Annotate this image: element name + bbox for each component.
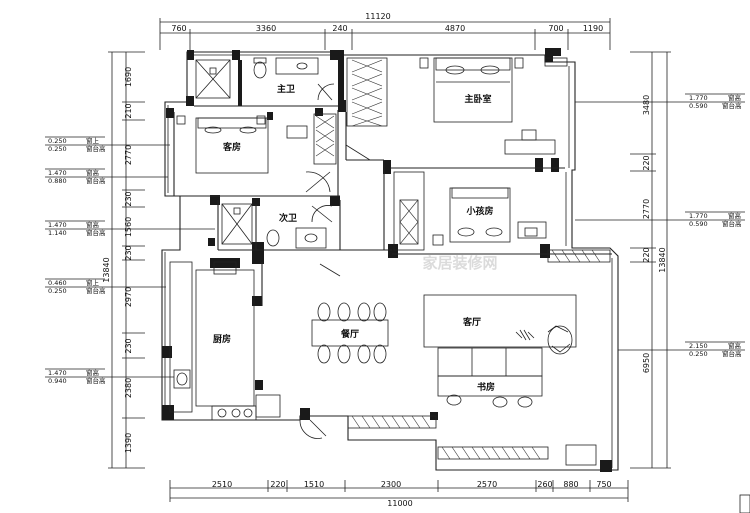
room-label-second-bath: 次卫: [279, 212, 297, 224]
room-label-master-bath: 主卫: [277, 83, 295, 95]
dim-bottom-seg: 260: [537, 480, 552, 489]
left-window-callouts: 0.250 窗上 0.250 窗台高 1.470 窗高 0.880 窗台高 1.…: [45, 136, 215, 385]
callout-value: 0.590: [689, 102, 708, 110]
callout-label: 窗高: [86, 368, 100, 377]
dim-bottom-seg: 1510: [304, 480, 324, 489]
dim-left-seg: 230: [124, 191, 133, 206]
bottom-dimension-chain: 2510 220 1510 2300 2570 260 880 750 1100…: [169, 480, 629, 508]
dim-left-seg: 2770: [124, 145, 133, 165]
callout-value: 0.250: [689, 350, 708, 358]
callout-value: 0.590: [689, 220, 708, 228]
dim-top-seg: 240: [332, 24, 347, 33]
kitchen-fixtures: [169, 261, 281, 421]
callout-value: 0.940: [48, 377, 67, 385]
dim-top-seg: 1190: [583, 24, 603, 33]
callout-label: 窗高: [728, 93, 742, 102]
dim-left-seg: 1690: [124, 67, 133, 87]
dim-left-seg: 230: [124, 245, 133, 260]
master-bedroom-furniture: [345, 57, 556, 161]
room-label-kids-room: 小孩房: [465, 205, 493, 217]
callout-label: 窗上: [86, 278, 100, 287]
room-label-kitchen: 厨房: [213, 333, 231, 345]
callout-label: 窗高: [728, 341, 742, 350]
dim-top-seg: 4870: [445, 24, 465, 33]
left-dimension-chain: 1690 210 2770 230 1560 230 2970 230 2380…: [102, 51, 145, 469]
sheet-edge-mark: [739, 494, 750, 513]
dim-bottom-seg: 2570: [477, 480, 497, 489]
callout-value: 1.470: [48, 369, 67, 377]
dim-right-total: 13840: [658, 247, 667, 272]
dim-bottom-total: 11000: [387, 499, 412, 508]
guest-room-furniture: [176, 113, 337, 193]
room-label-master-bedroom: 主卧室: [464, 93, 491, 105]
dim-right-seg: 3480: [642, 95, 651, 115]
kids-room-furniture: [393, 171, 547, 251]
dim-left-total: 13840: [102, 257, 111, 282]
dim-bottom-seg: 2510: [212, 480, 232, 489]
callout-value: 1.770: [689, 94, 708, 102]
dim-top-seg: 3360: [256, 24, 276, 33]
room-label-study: 书房: [477, 381, 495, 393]
callout-label: 窗台高: [86, 228, 106, 237]
entry-door-swing: [299, 419, 327, 439]
callout-label: 窗台高: [86, 376, 106, 385]
callout-label: 窗上: [86, 136, 100, 145]
callout-label: 窗台高: [86, 176, 106, 185]
dining-furniture: [311, 302, 389, 364]
callout-label: 窗高: [86, 220, 100, 229]
dim-left-seg: 1390: [124, 433, 133, 453]
balcony-wall: [347, 57, 611, 460]
dim-right-seg: 6950: [642, 353, 651, 373]
top-dimension-chain: 11120 760 3360 240 4870 700 1190: [159, 12, 611, 50]
callout-value: 1.470: [48, 169, 67, 177]
dim-left-seg: 230: [124, 338, 133, 353]
callout-value: 1.770: [689, 212, 708, 220]
callout-value: 1.140: [48, 229, 67, 237]
dim-right-seg: 220: [642, 247, 651, 262]
room-label-guest-room: 客房: [222, 141, 241, 153]
right-window-callouts: 1.770 窗高 0.590 窗台高 1.770 窗高 0.590 窗台高 2.…: [575, 93, 745, 358]
room-label-dining: 餐厅: [340, 328, 359, 340]
dim-bottom-seg: 2300: [381, 480, 401, 489]
interior-partitions: [173, 105, 612, 306]
callout-label: 窗台高: [722, 349, 742, 358]
dim-bottom-seg: 750: [596, 480, 611, 489]
dim-left-seg: 2970: [124, 287, 133, 307]
dim-top-total: 11120: [365, 12, 390, 21]
dim-left-seg: 1560: [124, 217, 133, 237]
exterior-outline: [161, 51, 619, 471]
callout-value: 0.250: [48, 145, 67, 153]
callout-value: 2.150: [689, 342, 708, 350]
callout-label: 窗高: [728, 211, 742, 220]
living-study-furniture: [423, 294, 597, 466]
callout-label: 窗台高: [722, 219, 742, 228]
callout-label: 窗台高: [86, 144, 106, 153]
walls: [162, 48, 612, 472]
master-bath-fixtures: [195, 57, 335, 101]
callout-label: 窗台高: [86, 286, 106, 295]
right-dimension-chain: 3480 220 2770 220 6950 13840: [630, 51, 671, 469]
room-label-living: 客厅: [462, 316, 481, 328]
dim-top-seg: 760: [171, 24, 186, 33]
callout-value: 0.250: [48, 287, 67, 295]
callout-value: 1.470: [48, 221, 67, 229]
dim-top-seg: 700: [548, 24, 563, 33]
callout-label: 窗台高: [722, 101, 742, 110]
callout-value: 0.880: [48, 177, 67, 185]
dim-left-seg: 2380: [124, 378, 133, 398]
door-line: [319, 263, 341, 277]
second-bath-fixtures: [221, 203, 333, 249]
dim-bottom-seg: 220: [270, 480, 285, 489]
dim-left-seg: 210: [124, 103, 133, 118]
dim-right-seg: 2770: [642, 199, 651, 219]
dim-right-seg: 220: [642, 155, 651, 170]
callout-value: 0.250: [48, 137, 67, 145]
callout-label: 窗高: [86, 168, 100, 177]
dim-bottom-seg: 880: [563, 480, 578, 489]
callout-value: 0.460: [48, 279, 67, 287]
watermark: 家居装修网: [422, 254, 497, 272]
